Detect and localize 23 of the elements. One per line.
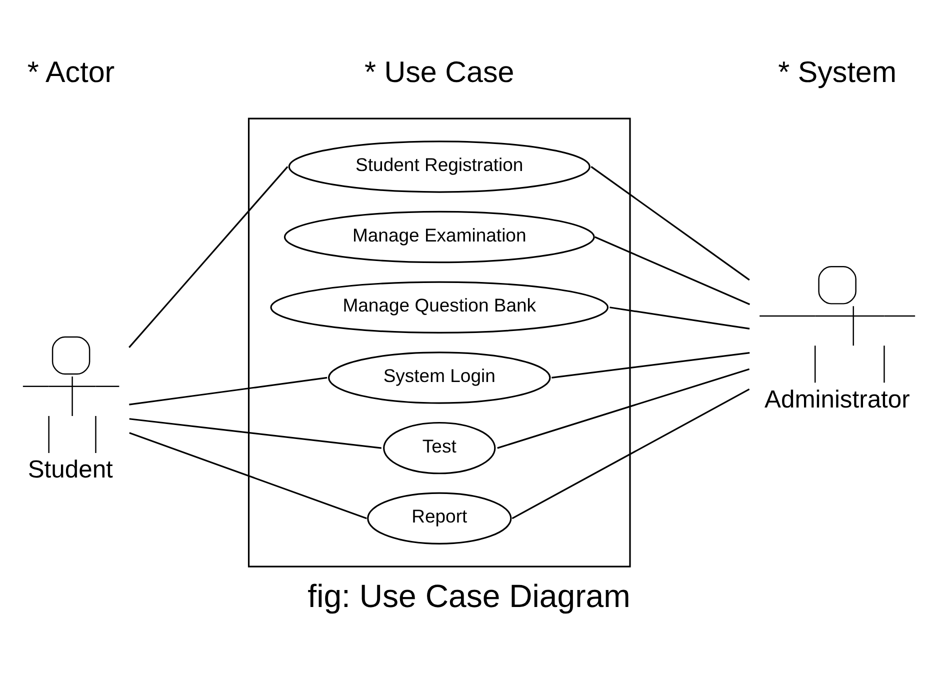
connector (129, 376, 328, 405)
node-ellipse: System Login (328, 351, 551, 404)
connector (512, 388, 750, 519)
connector (590, 166, 750, 280)
connector (129, 432, 367, 519)
cluster (248, 117, 631, 567)
node-ellipse: Manage Examination (284, 210, 595, 263)
label: * System (778, 55, 897, 88)
caption: fig: Use Case Diagram (308, 578, 630, 614)
label: * Use Case (364, 55, 514, 88)
node-ellipse: Student Registration (288, 140, 590, 192)
connector (128, 166, 288, 348)
node-ellipse: Test (383, 421, 496, 474)
connector (497, 368, 750, 448)
node-ellipse: Manage Question Bank (270, 280, 609, 333)
node-label: Administrator (764, 386, 910, 413)
label: * Actor (27, 55, 115, 88)
connector (610, 306, 750, 330)
connector (594, 236, 750, 305)
node-label: Student (28, 456, 113, 484)
connector (129, 418, 382, 448)
node-ellipse: Report (367, 492, 512, 544)
connector (552, 352, 750, 378)
